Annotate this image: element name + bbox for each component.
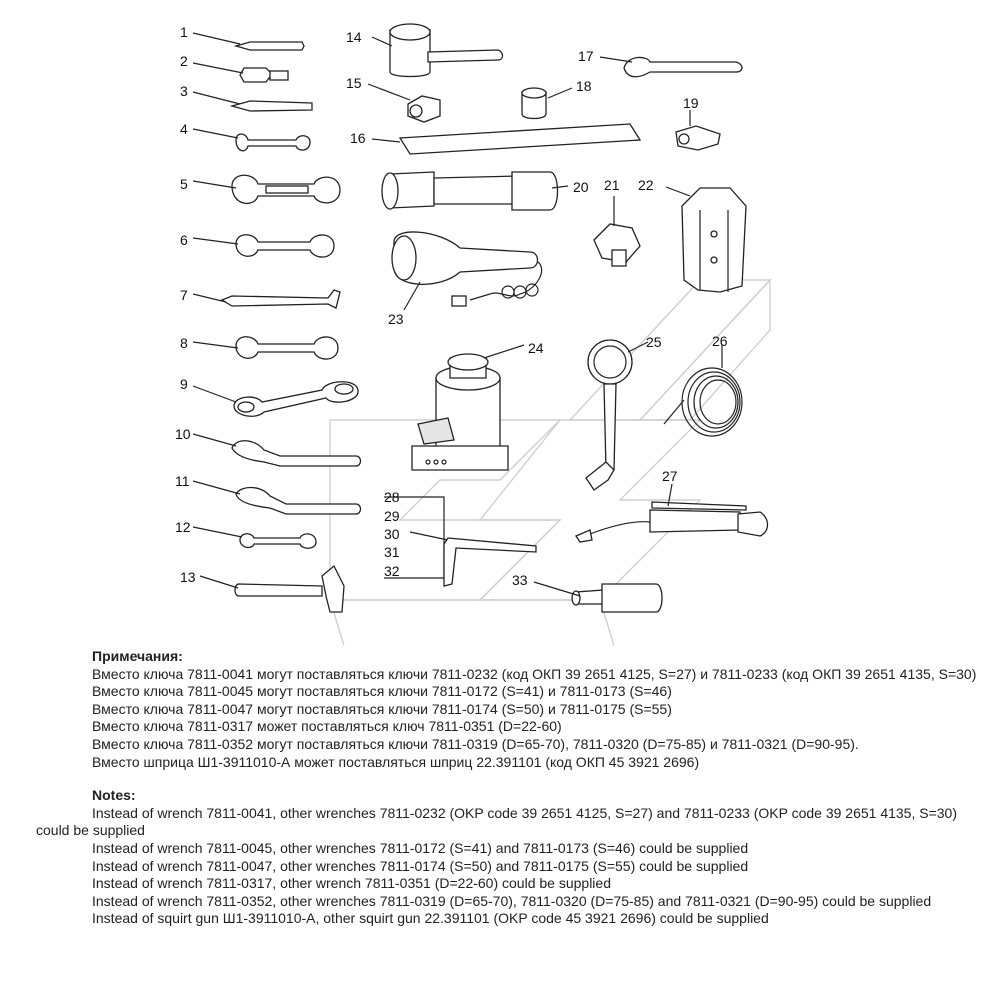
tool-16-ruler	[371, 123, 642, 155]
callout-26: 26	[712, 333, 728, 349]
callout-16: 16	[350, 130, 366, 146]
note-ru-6: Вместо шприца Ш1-3911010-А может поставл…	[92, 753, 700, 770]
tool-11-hook-spanner	[192, 480, 362, 515]
tool-19-adapter	[675, 110, 721, 151]
note-en-5: Instead of wrench 7811-0352, other wrenc…	[92, 892, 932, 909]
callout-18: 18	[576, 78, 592, 94]
callout-29: 29	[384, 508, 400, 524]
note-en-3: Instead of wrench 7811-0047, other wrenc…	[92, 857, 749, 874]
callout-12: 12	[175, 519, 191, 535]
note-ru-1: Вместо ключа 7811-0041 могут поставлятьс…	[92, 665, 977, 682]
tool-18-socket	[521, 87, 573, 120]
callout-33: 33	[512, 572, 528, 588]
callout-3: 3	[180, 83, 188, 99]
note-en-1: Instead of wrench 7811-0041, other wrenc…	[36, 804, 957, 839]
note-en-4: Instead of wrench 7811-0317, other wrenc…	[92, 875, 611, 892]
callout-22: 22	[638, 177, 654, 193]
tool-10-hook-spanner	[192, 433, 362, 467]
notes-section: Примечания: Вместо ключа 7811-0041 могут…	[0, 648, 1006, 928]
callout-7: 7	[180, 287, 188, 303]
callout-21: 21	[604, 177, 620, 193]
tool-7-pry-bar	[192, 289, 341, 309]
tool-27-grease-gun	[575, 483, 769, 543]
note-ru-5: Вместо ключа 7811-0352 могут поставлятьс…	[92, 735, 859, 752]
tool-26-air-hose	[663, 344, 743, 437]
tool-24-hydraulic-jack	[411, 344, 525, 471]
tool-33-drift	[533, 581, 663, 613]
tool-21-hex-tool	[593, 196, 641, 267]
callout-17: 17	[578, 48, 594, 64]
tool-12-small-wrench	[192, 526, 317, 549]
tool-20-socket-wrench	[381, 171, 569, 211]
tool-1-pin-punch	[192, 32, 305, 51]
callout-1: 1	[180, 24, 188, 40]
callout-5: 5	[180, 176, 188, 192]
callout-2: 2	[180, 53, 188, 69]
callout-31: 31	[384, 544, 400, 560]
tool-14-socket-tee	[371, 23, 504, 78]
tool-13-hammer	[199, 564, 345, 613]
tool-6-open-wrench	[192, 234, 335, 258]
callout-19: 19	[683, 95, 699, 111]
tool-22-hex-box	[665, 186, 747, 293]
callout-11: 11	[175, 473, 190, 489]
callout-9: 9	[180, 376, 188, 392]
callout-6: 6	[180, 232, 188, 248]
watermark-logo	[329, 278, 772, 645]
tool-9-box-wrench	[192, 381, 359, 417]
callout-10: 10	[175, 426, 191, 442]
note-en-2: Instead of wrench 7811-0045, other wrenc…	[92, 839, 749, 856]
callout-27: 27	[662, 468, 678, 484]
tool-4-open-wrench	[192, 128, 311, 152]
note-ru-4: Вместо ключа 7811-0317 может поставлятьс…	[92, 718, 562, 735]
callout-8: 8	[180, 335, 188, 351]
callout-15: 15	[346, 75, 362, 91]
callout-32: 32	[384, 563, 400, 579]
callout-20: 20	[573, 179, 589, 195]
tool-23-inspection-lamp	[391, 231, 543, 311]
tool-2-adapter	[192, 62, 289, 83]
notes-heading-ru: Примечания:	[92, 648, 183, 664]
callout-30: 30	[384, 526, 400, 542]
tool-3-chisel	[192, 91, 313, 112]
tool-15-plug-adapter	[367, 83, 441, 123]
callout-25: 25	[646, 334, 662, 350]
callout-13: 13	[180, 569, 196, 585]
callout-28: 28	[384, 489, 400, 505]
callout-4: 4	[180, 121, 188, 137]
tool-25-tire-gauge	[585, 339, 649, 491]
notes-heading-en: Notes:	[92, 787, 136, 804]
callout-23: 23	[388, 311, 404, 327]
note-en-6: Instead of squirt gun Ш1-3911010-А, othe…	[92, 910, 769, 927]
note-ru-2: Вместо ключа 7811-0045 могут поставлятьс…	[92, 683, 672, 700]
tool-28-32-hex-key	[384, 496, 537, 587]
callout-14: 14	[346, 29, 362, 45]
note-ru-3: Вместо ключа 7811-0047 могут поставлятьс…	[92, 700, 672, 717]
callout-24: 24	[528, 340, 544, 356]
callout-labels: 1 2 3 4 5 6 7 8 9 10 11 12 13 14 15 16 1…	[175, 24, 728, 588]
tool-kit-diagram: 1 2 3 4 5 6 7 8 9 10 11 12 13 14 15 16 1…	[175, 23, 772, 645]
tool-8-open-wrench	[192, 336, 339, 360]
tool-17-hook-wrench	[599, 56, 743, 78]
tool-5-open-wrench	[192, 174, 341, 205]
